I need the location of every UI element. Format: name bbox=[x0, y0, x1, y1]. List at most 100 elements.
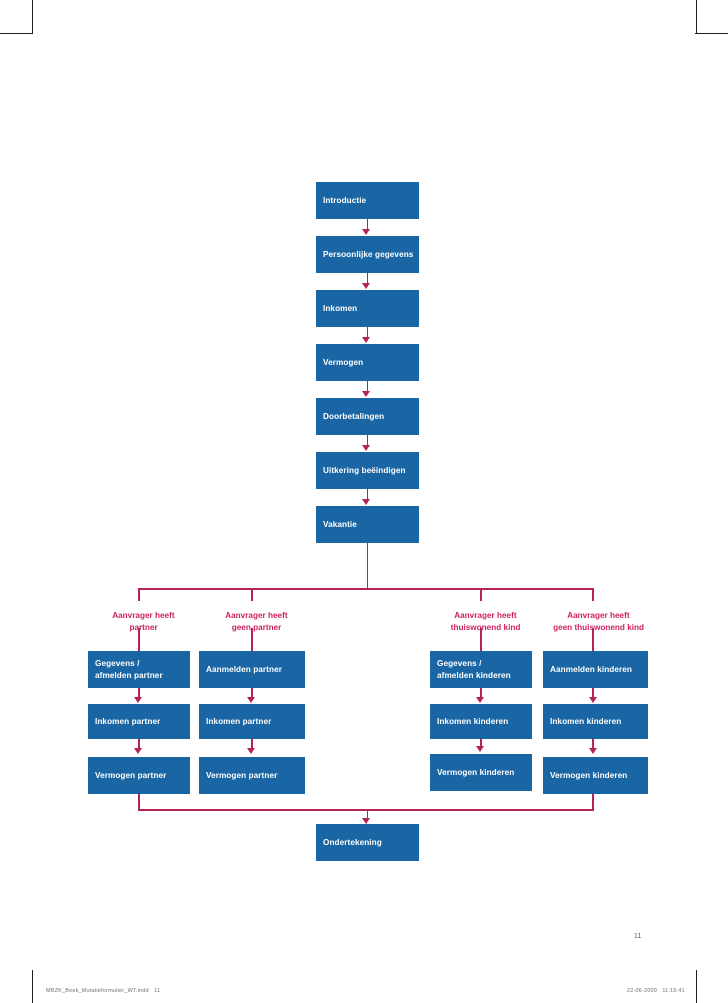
branch-node-gegevens-afmelden-partner[interactable]: Gegevens / afmelden partner bbox=[88, 651, 190, 688]
branch-stem-line bbox=[592, 628, 594, 651]
merge-bus-horizontal bbox=[138, 809, 594, 811]
arrow-head bbox=[588, 748, 597, 754]
arrow-head bbox=[134, 697, 143, 703]
footer-timestamp: 22-06-2009 11:15:41 bbox=[627, 988, 685, 994]
connector-line bbox=[480, 688, 482, 698]
branch-label-line-2: geen thuiswonend kind bbox=[553, 622, 645, 632]
branch-node-label: Inkomen kinderen bbox=[550, 716, 622, 726]
merge-riser-left bbox=[138, 794, 140, 810]
branch-drop-line bbox=[251, 588, 253, 601]
flow-node-label: Introductie bbox=[323, 195, 367, 205]
branch-label-line-2: geen partner bbox=[231, 622, 282, 632]
page-number: 11 bbox=[634, 933, 642, 940]
branch-node-aanmelden-kinderen[interactable]: Aanmelden kinderen bbox=[543, 651, 648, 688]
branch-node-label-line-1: Gegevens / bbox=[437, 658, 482, 668]
branch-node-aanmelden-partner[interactable]: Aanmelden partner bbox=[199, 651, 305, 688]
arrow-head bbox=[362, 445, 370, 451]
branch-label-line-2: thuiswonend kind bbox=[450, 622, 521, 632]
branch-node-label: Inkomen partner bbox=[95, 716, 161, 726]
arrow-head bbox=[247, 697, 256, 703]
arrow-head bbox=[588, 697, 597, 703]
arrow-head bbox=[362, 229, 370, 235]
arrow-head bbox=[476, 697, 485, 703]
branch-node-inkomen-partner-2[interactable]: Inkomen partner bbox=[199, 704, 305, 739]
flow-node-ondertekening[interactable]: Ondertekening bbox=[316, 824, 419, 861]
flow-node-vakantie[interactable]: Vakantie bbox=[316, 506, 419, 543]
branch-label-thuiswonend-kind: Aanvrager heeft thuiswonend kind bbox=[420, 598, 542, 645]
branch-drop-line bbox=[138, 588, 140, 601]
crop-mark-top-right-vertical bbox=[696, 0, 697, 33]
flow-node-doorbetalingen[interactable]: Doorbetalingen bbox=[316, 398, 419, 435]
connector-line bbox=[366, 435, 369, 446]
flow-node-introductie[interactable]: Introductie bbox=[316, 182, 419, 219]
arrow-head bbox=[362, 818, 370, 824]
branch-label-line-2: partner bbox=[129, 622, 158, 632]
branch-node-label: Vermogen partner bbox=[206, 770, 278, 780]
flow-node-inkomen[interactable]: Inkomen bbox=[316, 290, 419, 327]
branch-node-label-line-2: afmelden partner bbox=[95, 670, 163, 680]
connector-line bbox=[366, 219, 369, 230]
branch-label-geen-partner: Aanvrager heeft geen partner bbox=[191, 598, 313, 645]
arrow-head bbox=[362, 337, 370, 343]
branch-node-label-line-1: Gegevens / bbox=[95, 658, 140, 668]
branch-label-geen-thuiswonend-kind: Aanvrager heeft geen thuiswonend kind bbox=[528, 598, 660, 645]
connector-line bbox=[366, 273, 369, 284]
branch-bus-stem bbox=[366, 543, 369, 589]
crop-mark-right-top-horizontal bbox=[695, 33, 728, 34]
branch-bus-horizontal bbox=[138, 588, 594, 590]
flow-node-label: Vermogen bbox=[323, 357, 364, 367]
flow-node-label: Inkomen bbox=[323, 303, 358, 313]
crop-mark-left-top-horizontal bbox=[0, 33, 33, 34]
connector-line bbox=[366, 489, 369, 500]
merge-bus-stem bbox=[366, 809, 369, 819]
flow-node-vermogen[interactable]: Vermogen bbox=[316, 344, 419, 381]
arrow-head bbox=[362, 499, 370, 505]
arrow-head bbox=[247, 748, 256, 754]
branch-node-vermogen-kinderen-2[interactable]: Vermogen kinderen bbox=[543, 757, 648, 794]
flow-node-label: Doorbetalingen bbox=[323, 411, 385, 421]
branch-node-inkomen-kinderen[interactable]: Inkomen kinderen bbox=[430, 704, 532, 739]
flow-node-label: Vakantie bbox=[323, 519, 357, 529]
branch-label-line-1: Aanvrager heeft bbox=[454, 610, 517, 620]
connector-line bbox=[138, 688, 140, 698]
arrow-head bbox=[362, 391, 370, 397]
connector-line bbox=[366, 327, 369, 338]
branch-label-line-1: Aanvrager heeft bbox=[112, 610, 175, 620]
crop-mark-bottom-right-vertical bbox=[696, 970, 697, 1003]
branch-drop-line bbox=[480, 588, 482, 601]
branch-stem-line bbox=[138, 628, 140, 651]
connector-line bbox=[366, 381, 369, 392]
branch-drop-line bbox=[592, 588, 594, 601]
branch-node-label: Aanmelden partner bbox=[206, 664, 282, 674]
crop-mark-top-left-vertical bbox=[32, 0, 33, 33]
branch-label-line-1: Aanvrager heeft bbox=[567, 610, 630, 620]
footer-filename: MBZK_Boek_Mutatieformulier_WT.indd 11 bbox=[46, 988, 161, 994]
branch-node-label: Vermogen kinderen bbox=[550, 770, 628, 780]
connector-line bbox=[138, 739, 140, 749]
branch-node-vermogen-partner[interactable]: Vermogen partner bbox=[88, 757, 190, 794]
branch-node-vermogen-partner-2[interactable]: Vermogen partner bbox=[199, 757, 305, 794]
branch-node-label: Vermogen kinderen bbox=[437, 767, 515, 777]
merge-riser-right bbox=[592, 794, 594, 810]
branch-node-vermogen-kinderen[interactable]: Vermogen kinderen bbox=[430, 754, 532, 791]
connector-line bbox=[480, 739, 482, 747]
crop-mark-bottom-left-vertical bbox=[32, 970, 33, 1003]
branch-label-line-1: Aanvrager heeft bbox=[225, 610, 288, 620]
flow-node-label: Persoonlijke gegevens bbox=[323, 249, 414, 259]
branch-node-label: Inkomen partner bbox=[206, 716, 272, 726]
arrow-head bbox=[134, 748, 143, 754]
branch-node-label: Aanmelden kinderen bbox=[550, 664, 632, 674]
branch-node-inkomen-kinderen-2[interactable]: Inkomen kinderen bbox=[543, 704, 648, 739]
branch-node-gegevens-afmelden-kinderen[interactable]: Gegevens / afmelden kinderen bbox=[430, 651, 532, 688]
branch-node-label-line-2: afmelden kinderen bbox=[437, 670, 511, 680]
flow-node-persoonlijke-gegevens[interactable]: Persoonlijke gegevens bbox=[316, 236, 419, 273]
branch-stem-line bbox=[480, 628, 482, 651]
branch-node-inkomen-partner[interactable]: Inkomen partner bbox=[88, 704, 190, 739]
flow-node-uitkering-beeindigen[interactable]: Uitkering beëindigen bbox=[316, 452, 419, 489]
connector-line bbox=[592, 739, 594, 749]
branch-stem-line bbox=[251, 628, 253, 651]
flow-node-label: Uitkering beëindigen bbox=[323, 465, 406, 475]
arrow-head bbox=[362, 283, 370, 289]
connector-line bbox=[592, 688, 594, 698]
